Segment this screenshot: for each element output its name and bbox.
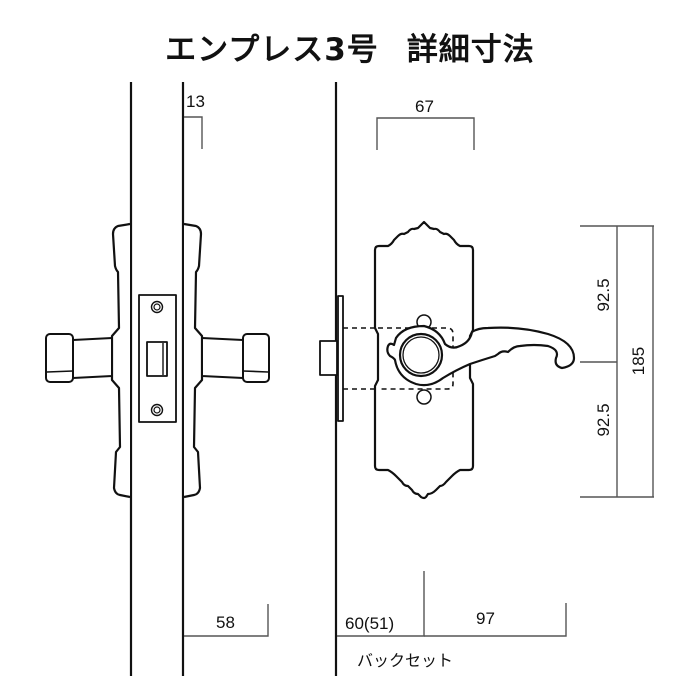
dim-label-97: 97: [476, 609, 495, 628]
dim-label-upper-92-5: 92.5: [594, 278, 613, 312]
dim-label-13: 13: [186, 92, 205, 111]
dim-bottom: [184, 571, 567, 637]
front-view: [319, 82, 576, 676]
dim-label-backset: 60(51): [345, 614, 395, 633]
face-plate: [138, 294, 177, 423]
page-title: エンプレス3号詳細寸法: [0, 24, 700, 69]
screw-bottom-inner: [153, 406, 161, 414]
front-plate: [337, 295, 344, 422]
dim-label-lower-92-5: 92.5: [594, 403, 613, 437]
right-lever-neck: [201, 337, 244, 379]
latch-bolt: [146, 341, 168, 377]
screw-top-inner: [153, 303, 161, 311]
screw-bottom-outer: [150, 403, 164, 417]
dim-67: [376, 117, 475, 150]
product-name: エンプレス3号: [165, 32, 379, 68]
backset-caption: バックセット: [357, 653, 454, 670]
dim-label-185: 185: [629, 346, 648, 376]
left-lever-neck: [72, 337, 113, 379]
side-view: [45, 82, 270, 676]
dim-vertical: [580, 225, 654, 498]
right-escutcheon: [183, 222, 204, 499]
dim-13: [184, 116, 203, 149]
dim-label-58: 58: [216, 613, 235, 632]
dim-label-67: 67: [415, 97, 434, 116]
title-subtitle: 詳細寸法: [406, 32, 535, 68]
left-lever-tip: [45, 333, 74, 383]
screw-cap-bottom: [416, 389, 432, 405]
left-escutcheon: [110, 222, 131, 499]
right-lever-tip: [242, 333, 270, 383]
rosette-inner: [402, 336, 440, 374]
latch-bolt-front: [319, 340, 338, 376]
screw-top-outer: [150, 300, 164, 314]
